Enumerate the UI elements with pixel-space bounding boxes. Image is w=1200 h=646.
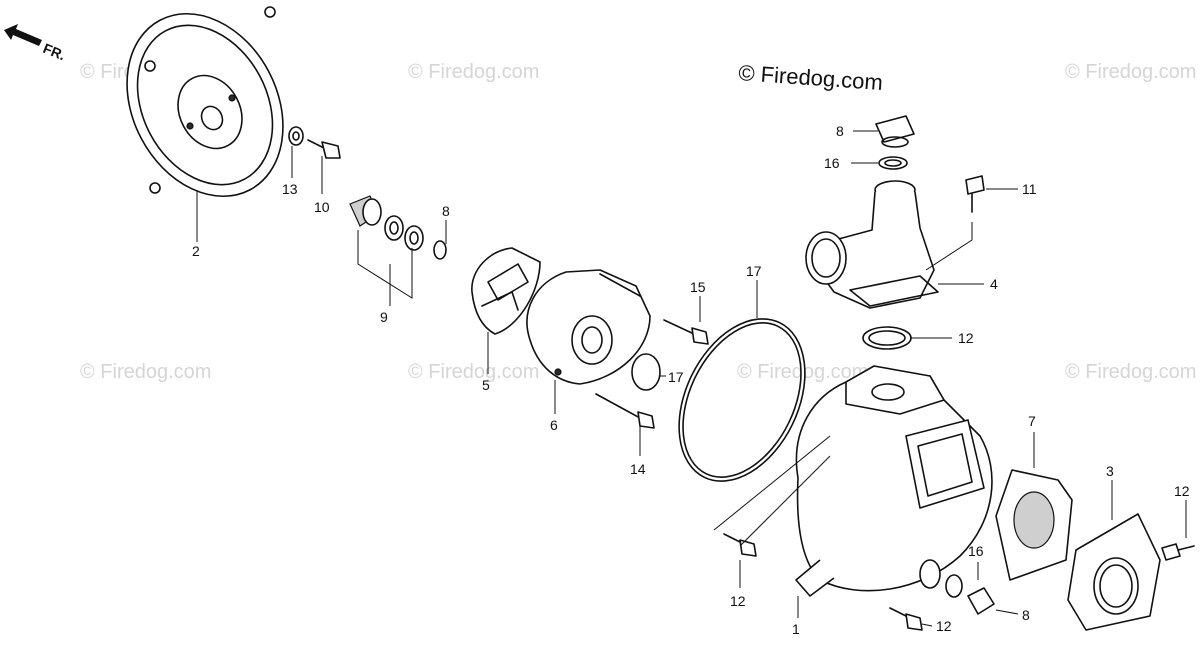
bolt-14 [663, 319, 709, 345]
seal-set-10 [349, 195, 424, 251]
back-cover-plate [126, 6, 284, 198]
callout-9: 8 [442, 203, 450, 219]
brand-text: © Firedog.com [738, 60, 884, 95]
inlet-elbow-4 [805, 180, 939, 309]
callout-2: 2 [192, 243, 200, 259]
bolt-12-right [1161, 543, 1195, 561]
callout-13: 14 [630, 461, 646, 477]
bolt-11 [307, 139, 341, 159]
callout-10: 9 [380, 309, 388, 325]
callout-12-left: 12 [730, 593, 746, 609]
ring-9 [433, 240, 447, 260]
impeller-5 [471, 247, 541, 335]
callout-12-top: 11 [1022, 181, 1037, 197]
cap-8-top [875, 115, 915, 148]
leader-lines [196, 130, 1187, 627]
watermark: © Firedog.com [1065, 361, 1196, 383]
watermark: © Firedog.com [80, 361, 211, 383]
watermarks: © Firedog.com © Firedog.com © Firedog.co… [80, 61, 1196, 383]
callout-18: 17 [668, 369, 684, 385]
callout-labels: 2 13 10 9 8 5 6 15 17 14 17 8 16 11 4 12… [192, 123, 1190, 637]
watermark: © Firedog.com [737, 361, 868, 383]
callout-1: 1 [792, 621, 800, 637]
washer-17-bottom [945, 574, 963, 598]
front-direction-arrow-icon: FR. [4, 24, 68, 63]
watermark: © Firedog.com [1065, 61, 1196, 83]
callout-5: 5 [482, 377, 490, 393]
cap-8-bottom [967, 587, 995, 615]
bolt-12-left [723, 533, 757, 557]
callout-16: 12 [958, 330, 974, 346]
direction-marker: FR. [41, 40, 68, 63]
callout-12-right: 12 [1174, 483, 1190, 499]
o-ring-18 [631, 353, 661, 391]
outlet-flange-3 [1067, 513, 1161, 631]
callout-17-top: 16 [824, 155, 840, 171]
watermark: © Firedog.com [408, 61, 539, 83]
callout-8-top: 8 [836, 123, 844, 139]
bolt-13 [595, 393, 655, 429]
callout-8-bottom: 8 [1022, 607, 1030, 623]
callout-17-bottom: 16 [968, 543, 984, 559]
washer-17-top [878, 156, 908, 170]
callout-14: 15 [690, 279, 706, 295]
bolt-12-top [965, 175, 985, 213]
watermark: © Firedog.com [408, 361, 539, 383]
large-o-ring-19 [678, 318, 806, 482]
pump-casing-1 [795, 365, 993, 597]
washer-15 [288, 126, 304, 146]
gasket-16 [862, 326, 912, 350]
callout-3: 3 [1106, 463, 1114, 479]
callout-6: 6 [550, 417, 558, 433]
volute-case-6 [526, 269, 651, 385]
callout-15: 13 [282, 181, 298, 197]
bolt-12-bottom [889, 607, 923, 631]
callout-19: 17 [746, 263, 762, 279]
gasket-7 [995, 469, 1073, 581]
callout-7: 7 [1028, 413, 1036, 429]
callout-12-bottom: 12 [936, 618, 952, 634]
callout-4: 4 [990, 276, 998, 292]
callout-11: 10 [314, 199, 330, 215]
